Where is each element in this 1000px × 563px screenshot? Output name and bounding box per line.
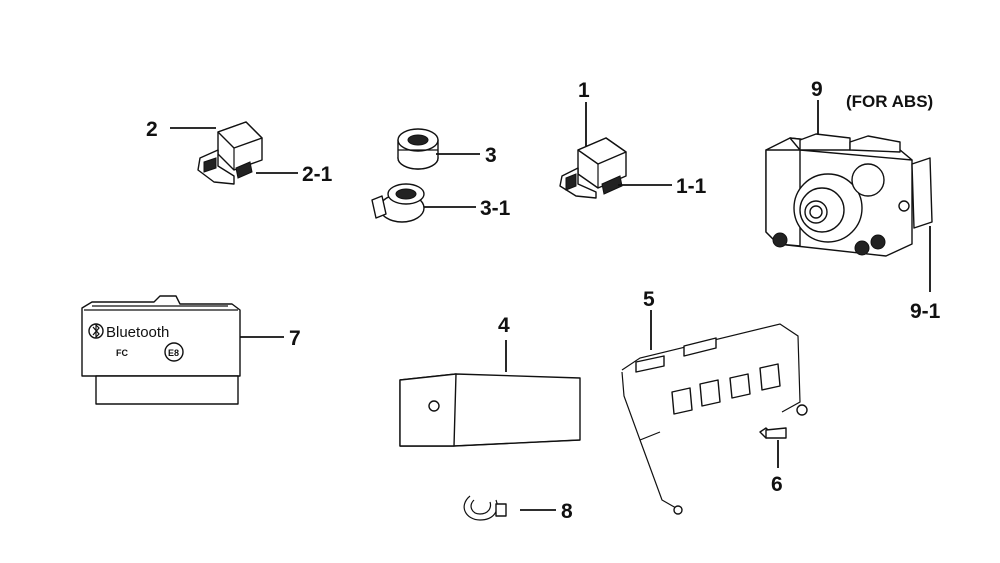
callout-1: 1 xyxy=(578,79,590,102)
callout-5: 5 xyxy=(643,288,655,311)
callout-2: 2 xyxy=(146,118,158,141)
bolt-part-6 xyxy=(759,427,787,439)
abs-note: (FOR ABS) xyxy=(846,92,933,111)
relay-part-2 xyxy=(197,121,263,185)
bluetooth-brand-text: Bluetooth xyxy=(106,324,169,341)
grommet-part-3 xyxy=(397,128,439,170)
cap-part-3-1 xyxy=(371,183,425,223)
callout-6: 6 xyxy=(771,473,783,496)
bluetooth-module-part-7 xyxy=(81,295,241,405)
callout-4: 4 xyxy=(498,314,510,337)
abs-module-part-9 xyxy=(765,133,933,257)
e-mark: E8 xyxy=(168,348,179,358)
callout-8: 8 xyxy=(561,500,573,523)
callout-9: 9 xyxy=(811,78,823,101)
bracket-part-5 xyxy=(621,323,808,515)
callout-2-1: 2-1 xyxy=(302,163,333,186)
cover-part-4 xyxy=(399,373,581,447)
fcc-mark: FC xyxy=(116,348,128,358)
callout-3-1: 3-1 xyxy=(480,197,511,220)
relay-part-1 xyxy=(559,137,627,199)
callout-1-1: 1-1 xyxy=(676,175,707,198)
clip-part-8 xyxy=(463,495,507,521)
callout-7: 7 xyxy=(289,327,301,350)
callout-9-1: 9-1 xyxy=(910,300,941,323)
callout-3: 3 xyxy=(485,144,497,167)
